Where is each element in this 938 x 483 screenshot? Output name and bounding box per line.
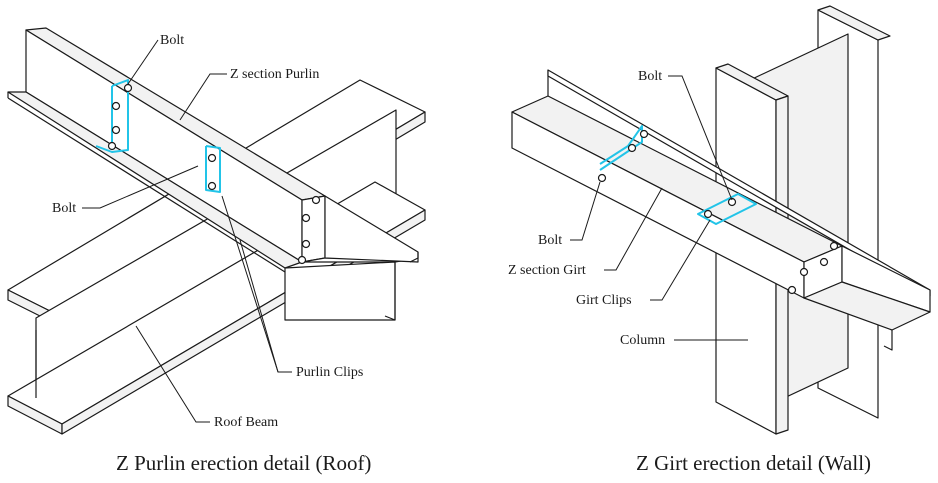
leader-purlin-clips-b: [239, 239, 279, 373]
leader-z-girt: [604, 187, 663, 271]
roof-bolt-top-label: Bolt: [160, 33, 184, 48]
leader-girt-clips: [650, 219, 711, 301]
z-girt: [511, 69, 931, 351]
z-purlin: [7, 27, 419, 321]
purlin-clip-right: [205, 145, 221, 193]
leader-roof-beam: [135, 325, 210, 423]
leader-bolt-top-wall: [668, 75, 733, 201]
wall-caption: Z Girt erection detail (Wall): [636, 451, 871, 475]
wall-detail: Bolt Bolt Z section Girt Girt Clips Colu…: [508, 5, 931, 475]
girt-bolts: [597, 129, 839, 295]
roof-bolt-left-label: Bolt: [52, 201, 76, 216]
roof-caption: Z Purlin erection detail (Roof): [116, 451, 371, 475]
girt-clips-label: Girt Clips: [576, 293, 632, 308]
z-girt-label: Z section Girt: [508, 263, 586, 278]
roof-detail: Bolt Z section Purlin Bolt Purlin Clips …: [7, 27, 426, 475]
purlin-bolts: [107, 83, 321, 265]
z-purlin-label: Z section Purlin: [230, 67, 319, 82]
leader-bolt-left-roof: [82, 165, 199, 209]
leader-bolt-top-roof: [127, 39, 159, 85]
wall-bolt-left-label: Bolt: [538, 233, 562, 248]
leader-z-purlin: [179, 73, 227, 121]
purlin-clip-left: [95, 79, 129, 153]
column-label: Column: [620, 333, 665, 348]
roof-beam-label: Roof Beam: [214, 415, 278, 430]
leader-bolt-left-wall: [570, 181, 601, 241]
wall-bolt-top-label: Bolt: [638, 69, 662, 84]
purlin-clips-label: Purlin Clips: [296, 365, 363, 380]
